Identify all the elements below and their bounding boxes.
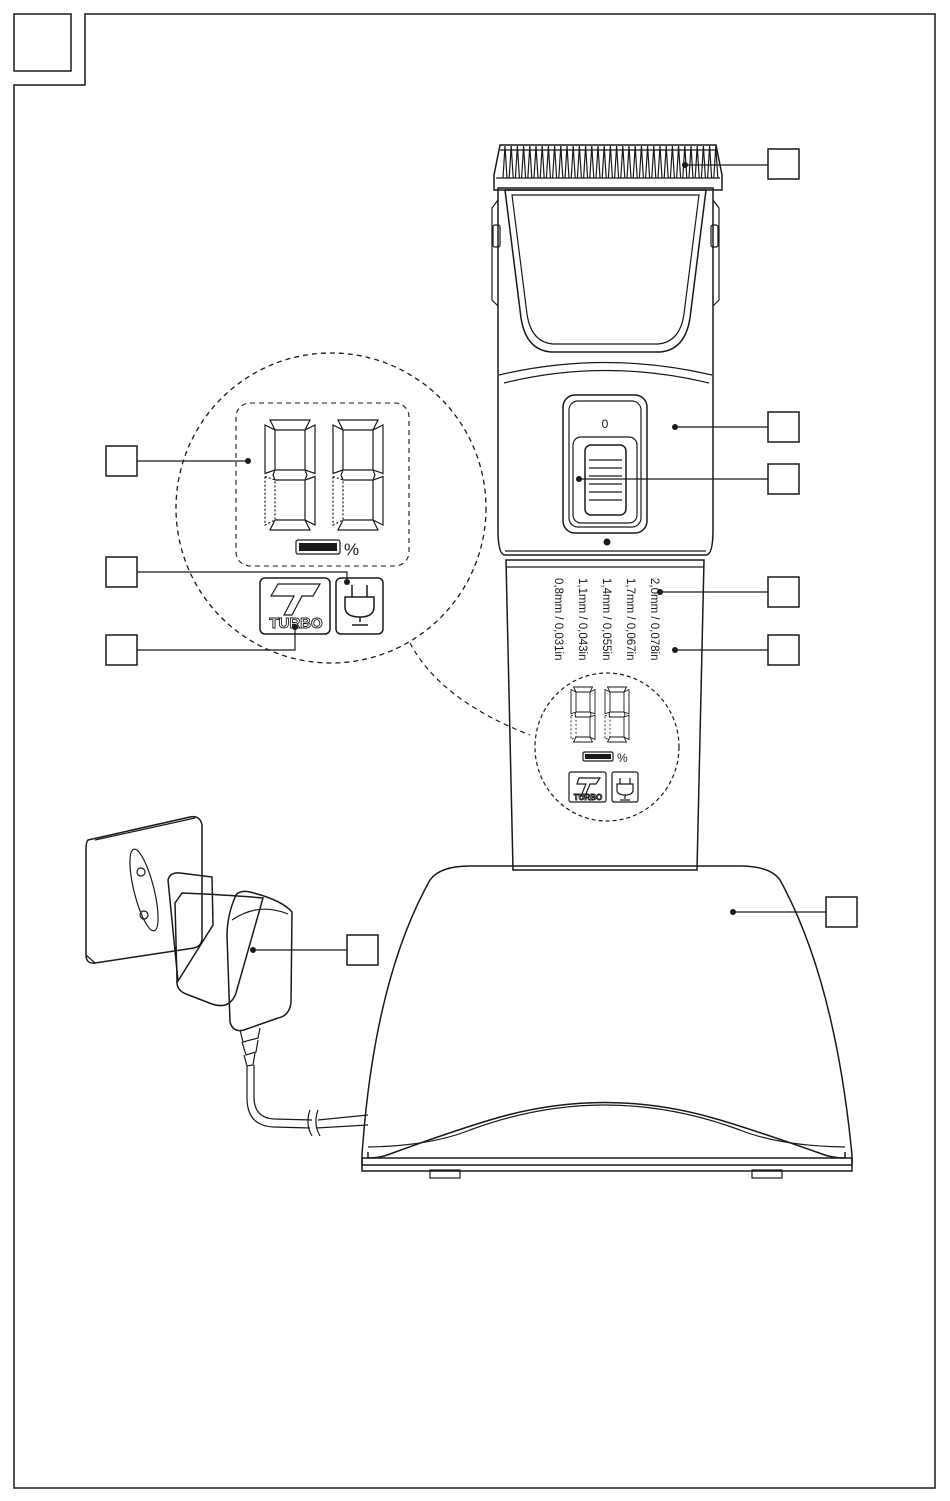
switch-zero-mark: 0 — [602, 417, 609, 431]
callout-box-8 — [106, 446, 137, 476]
charging-base — [362, 866, 852, 1178]
comb-scale-item: 1,4mm / 0,055in — [600, 578, 612, 660]
lcd-segment — [338, 420, 378, 430]
lcd-segment — [608, 737, 627, 742]
callout-box-3 — [768, 464, 799, 494]
wall-socket — [86, 817, 202, 963]
lcd-segment — [305, 425, 315, 474]
lcd-segment — [305, 477, 315, 526]
plug-icon — [336, 578, 383, 634]
lcd-segment — [338, 520, 378, 530]
lcd-segment — [265, 477, 275, 526]
callout-box-4 — [768, 577, 799, 607]
lcd-segment — [571, 690, 576, 714]
lcd-segment — [333, 425, 343, 474]
callout-box-2 — [768, 412, 799, 442]
lcd-segment — [333, 477, 343, 526]
lcd-segment — [624, 715, 629, 739]
callout-box-9 — [106, 557, 137, 587]
lcd-segment — [609, 712, 625, 717]
svg-text:%: % — [344, 540, 359, 559]
lcd-segment — [624, 690, 629, 714]
lcd-segment — [341, 470, 375, 480]
lcd-segment — [373, 425, 383, 474]
small-battery-icon: % — [583, 751, 628, 765]
lcd-segment — [605, 715, 610, 739]
lcd-segment — [608, 687, 627, 692]
display-detail: % TURBO — [176, 353, 530, 735]
small-turbo-icon: TURBO — [569, 772, 606, 802]
switch-slider — [585, 445, 626, 515]
comb-scale-item: 1,7mm / 0,067in — [624, 578, 636, 660]
lcd-segment — [373, 477, 383, 526]
lcd-segment — [574, 737, 593, 742]
small-lcd-digits — [571, 687, 629, 742]
callouts — [106, 149, 857, 965]
power-adapter — [168, 873, 368, 1136]
svg-text:TURBO: TURBO — [574, 793, 602, 802]
callout-box-6 — [826, 897, 857, 927]
lcd-segment — [265, 425, 275, 474]
lcd-segment — [575, 712, 591, 717]
small-plug-icon — [612, 772, 638, 802]
lcd-segment — [270, 520, 310, 530]
comb-scale-item: 1,1mm / 0,043in — [576, 578, 588, 660]
lcd-segment — [273, 470, 307, 480]
callout-box-7 — [347, 935, 378, 965]
lcd-segment — [574, 687, 593, 692]
battery-icon: % — [296, 540, 359, 559]
lcd-segment — [270, 420, 310, 430]
comb-scale-item: 0,8mm / 0,031in — [552, 578, 564, 660]
callout-box-5 — [768, 635, 799, 665]
lcd-segment — [571, 715, 576, 739]
callout-box-1 — [768, 149, 799, 179]
lcd-segment — [590, 690, 595, 714]
figure-number-box — [14, 14, 71, 71]
svg-text:%: % — [617, 751, 628, 765]
page-frame — [14, 14, 935, 1488]
lcd-digits — [265, 420, 383, 530]
callout-box-10 — [106, 635, 137, 665]
detail-zoom-circle — [176, 353, 486, 663]
switch-housing — [563, 395, 647, 533]
lcd-segment — [605, 690, 610, 714]
lcd-segment — [590, 715, 595, 739]
